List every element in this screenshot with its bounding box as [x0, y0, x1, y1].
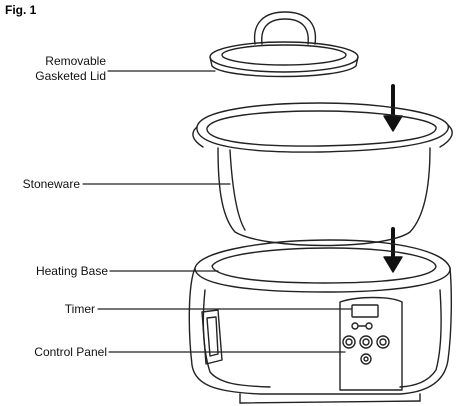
base-body	[188, 267, 453, 395]
control-button-right	[376, 335, 390, 349]
leader-lines	[82, 70, 353, 353]
label-control-panel: Control Panel	[34, 345, 107, 359]
heating-base-illustration	[188, 239, 453, 404]
label-stoneware: Stoneware	[22, 177, 80, 191]
indicator-icon-2	[365, 322, 373, 330]
arrow-head-bottom	[383, 256, 403, 273]
lid-handle	[253, 11, 317, 45]
stoneware-illustration	[192, 102, 453, 247]
lid-illustration	[209, 11, 359, 78]
control-button-left	[342, 335, 356, 349]
lid-top	[209, 41, 359, 73]
indicator-icon	[351, 322, 359, 330]
lid-rim	[209, 56, 359, 78]
label-removable-gasketed-lid: Removable Gasketed Lid	[0, 54, 106, 84]
label-lid-text: Removable Gasketed Lid	[35, 54, 106, 83]
control-button-bottom	[360, 353, 372, 365]
timer-display	[351, 304, 379, 318]
label-heating-base: Heating Base	[35, 264, 108, 278]
label-timer: Timer	[64, 302, 95, 316]
figure-title: Fig. 1	[5, 3, 37, 17]
arrow-head-top	[383, 115, 403, 132]
base-handle	[201, 309, 223, 365]
stoneware-body	[217, 147, 431, 247]
control-button-center	[359, 335, 373, 349]
control-panel-plate	[339, 296, 403, 391]
